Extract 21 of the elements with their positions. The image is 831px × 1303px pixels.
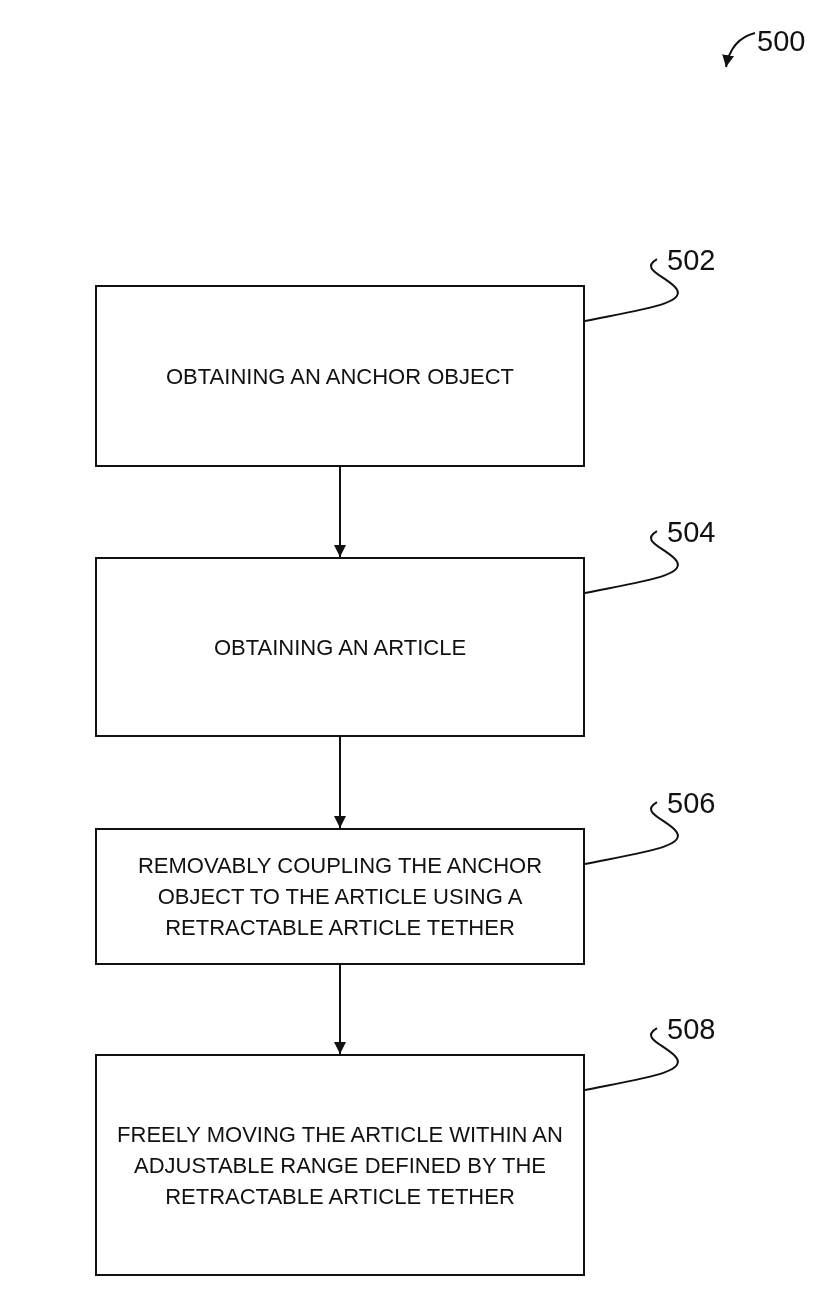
step-text: OBTAINING AN ARTICLE [212,633,468,662]
leader-line [584,1027,679,1091]
step-text: REMOVABLY COUPLING THE ANCHOR OBJECT TO THE ARTICLE USING A RETRACTABLE ARTICLE TETHER [136,852,544,942]
leader-line [584,258,679,322]
step-text: OBTAINING AN ANCHOR OBJECT [165,362,515,391]
leader-line [584,801,679,865]
reference-numeral: 500 [757,27,806,56]
arrow [334,964,346,1055]
process-box [95,285,585,467]
arrow [334,736,346,829]
process-box [95,1054,585,1276]
reference-numeral: 508 [667,1015,716,1044]
leader-line [584,530,679,594]
reference-numeral: 504 [667,518,716,547]
reference-numeral: 502 [667,246,716,275]
step-text: FREELY MOVING THE ARTICLE WITHIN AN ADJUSTABLE RANGE DEFINED BY THE RETRACTABLE ARTICLE TETHER [116,1120,564,1211]
process-box [95,557,585,737]
arrow [722,32,756,68]
process-box [95,828,585,965]
arrow [334,466,346,558]
reference-numeral: 506 [667,789,716,818]
